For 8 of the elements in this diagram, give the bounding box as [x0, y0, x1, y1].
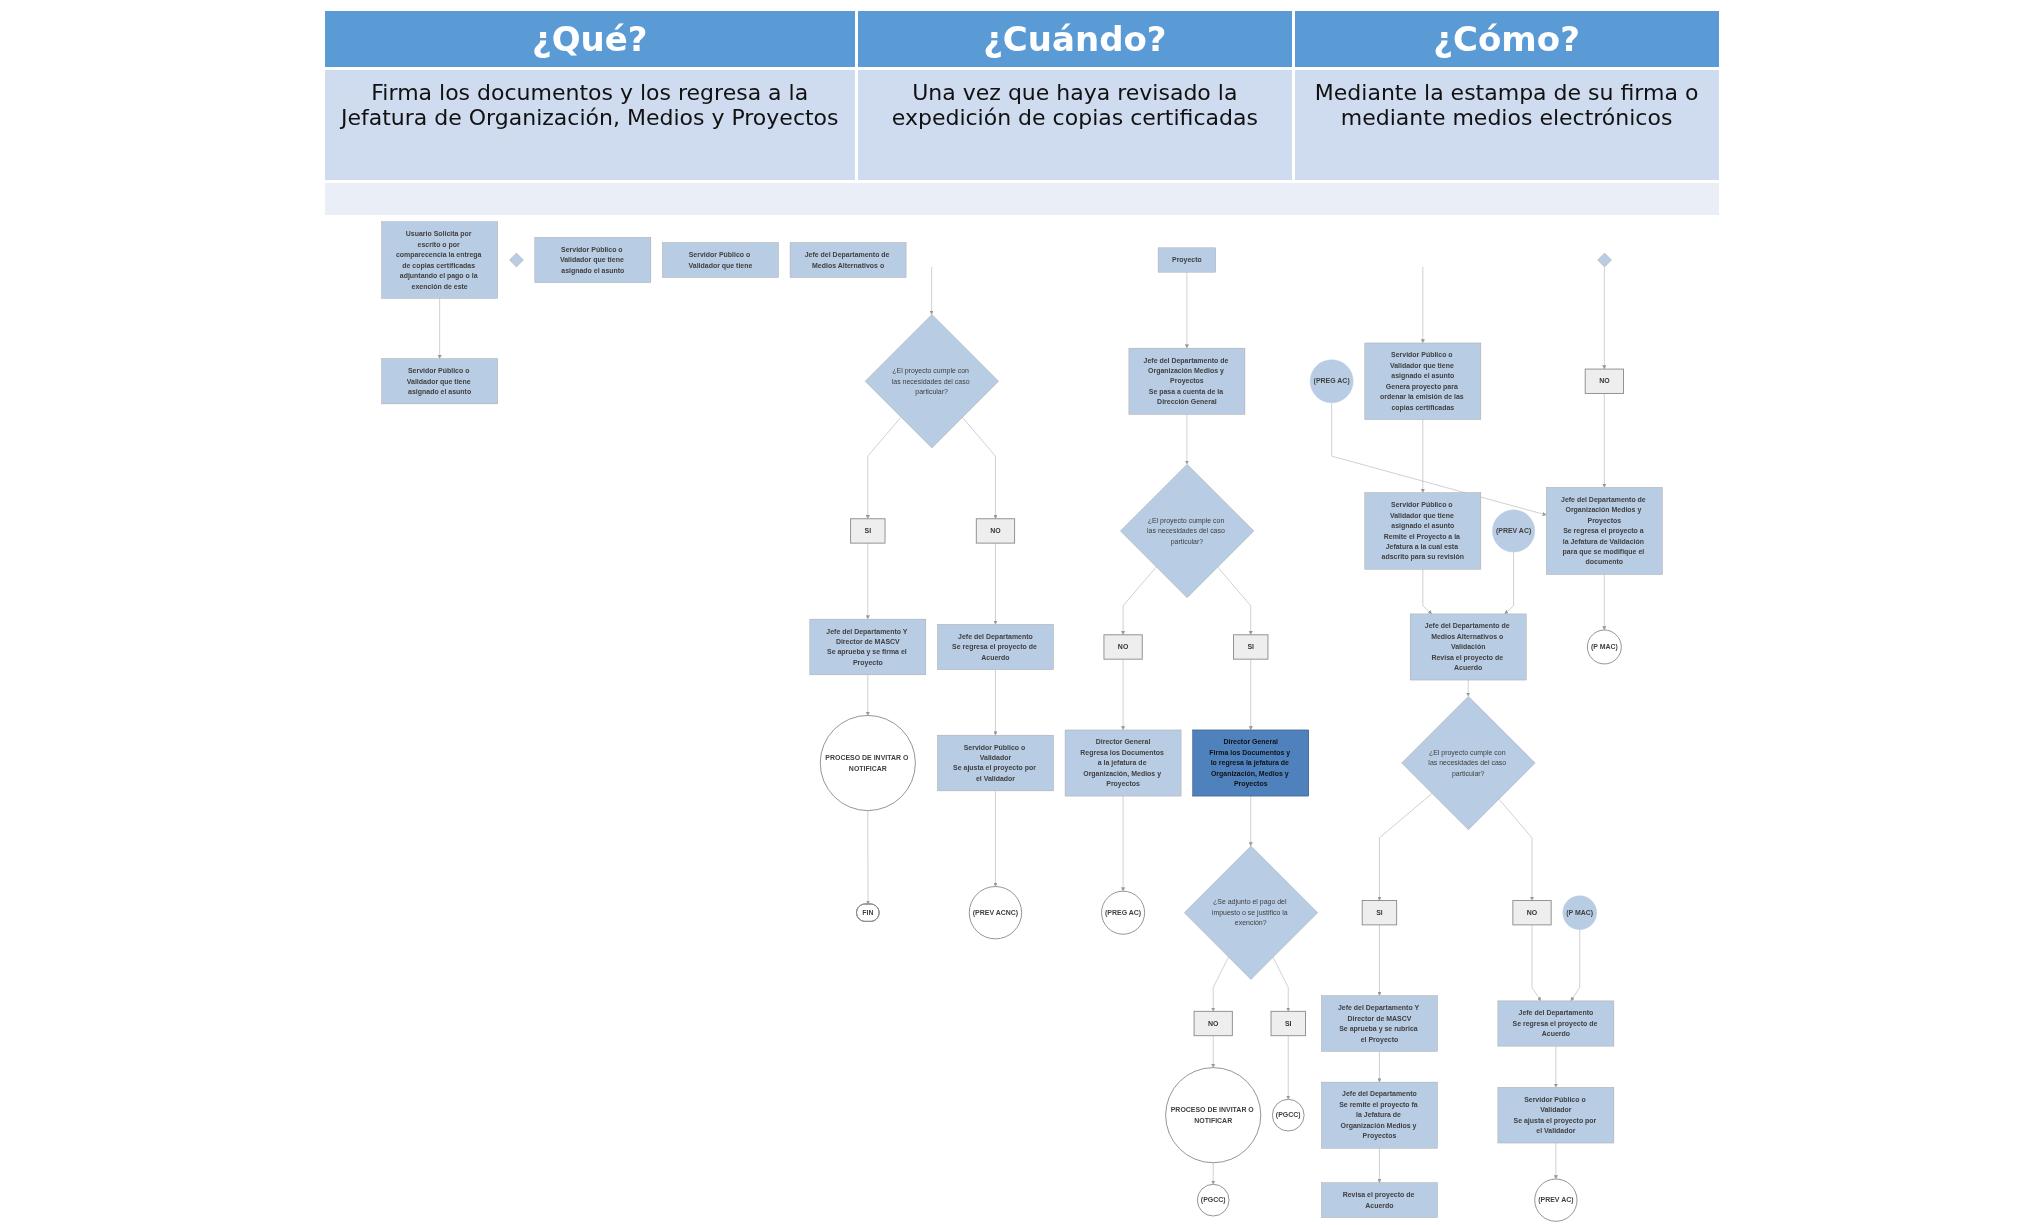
column-heading: ¿Cuándo? [858, 11, 1292, 67]
table-text: Firma los documentos y los regresa a la Jefatura de Organización, Medios y Proyectos [324, 70, 855, 180]
table-text: Una vez que haya revisado la expedición de copias certificadas [858, 70, 1292, 180]
node-diamond [508, 252, 524, 268]
column-heading: ¿Qué? [324, 11, 855, 67]
column-heading: ¿Cómo? [1294, 11, 1719, 67]
node-diamond [1596, 252, 1612, 268]
table-text: Mediante la estampa de su firma o mediante medios electrónicos [1294, 70, 1719, 180]
